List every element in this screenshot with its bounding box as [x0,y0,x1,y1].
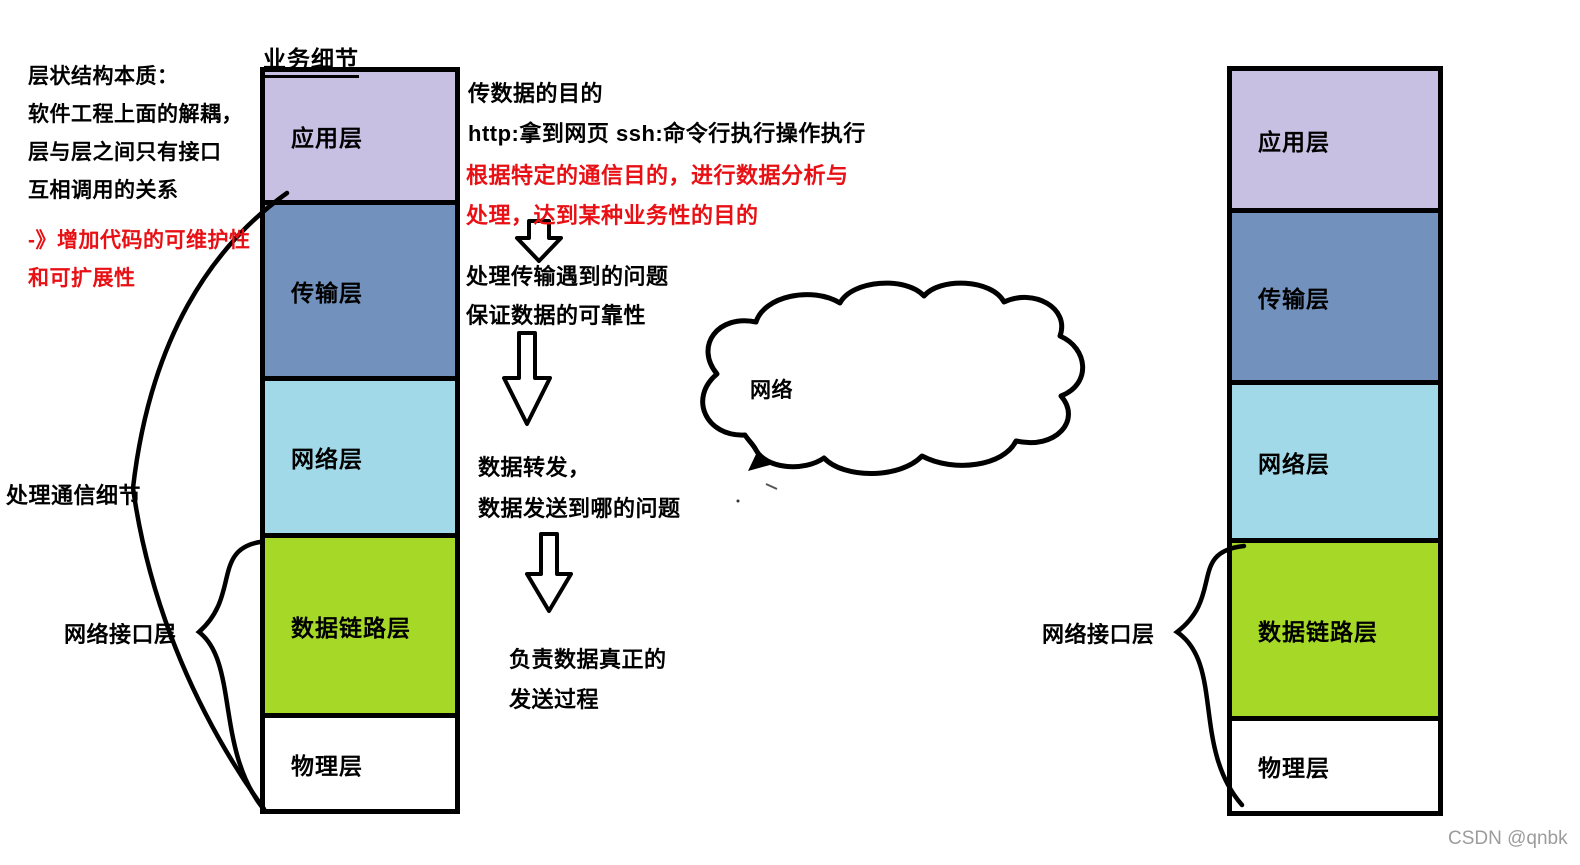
left-layer-network: 网络层 [265,376,455,533]
datalink-note-1: 负责数据真正的 [509,647,667,672]
left-layer-datalink: 数据链路层 [265,533,455,713]
left-protocol-stack: 应用层 传输层 网络层 数据链路层 物理层 [260,67,460,814]
transport-note-1: 处理传输遇到的问题 [466,264,669,289]
left-layer-network-label: 网络层 [291,446,363,472]
right-layer-physical: 物理层 [1232,716,1438,811]
right-layer-physical-label: 物理层 [1258,755,1330,781]
left-stack-title: 业务细节 [263,40,359,78]
left-note-line4: 互相调用的关系 [28,179,179,202]
right-layer-network: 网络层 [1232,380,1438,538]
right-layer-datalink: 数据链路层 [1232,538,1438,716]
left-layer-transport-label: 传输层 [291,279,363,306]
app-examples-note: http:拿到网页 ssh:命令行执行操作执行 [468,121,866,146]
left-note-line1: 层状结构本质： [28,65,179,88]
left-note-line3: 层与层之间只有接口 [28,141,222,164]
comm-details-label: 处理通信细节 [6,483,142,508]
app-red-note-1: 根据特定的通信目的，进行数据分析与 [466,163,849,188]
cloud-label: 网络 [750,379,793,402]
left-layer-physical-label: 物理层 [291,752,363,779]
down-arrow-icon-2 [502,331,552,426]
app-red-note-2: 处理，达到某种业务性的目的 [466,203,759,228]
right-layer-application-label: 应用层 [1258,128,1330,155]
left-note-line2: 软件工程上面的解耦， [28,103,243,126]
right-layer-datalink-label: 数据链路层 [1258,618,1378,645]
left-layer-application-label: 应用层 [291,125,363,151]
left-layer-datalink-label: 数据链路层 [291,614,411,641]
net-interface-brace-left [195,539,265,810]
stray-pen-dot [736,499,740,503]
left-layer-transport: 传输层 [265,200,455,376]
left-layer-physical: 物理层 [265,713,455,809]
net-interface-label-left: 网络接口层 [64,622,177,647]
right-layer-application: 应用层 [1232,71,1438,208]
app-purpose-note: 传数据的目的 [468,81,604,106]
csdn-watermark: CSDN @qnbk [1448,828,1568,849]
right-layer-transport: 传输层 [1232,208,1438,380]
cloud-tail-arrowhead [748,450,770,471]
left-note-line6: 和可扩展性 [28,267,136,290]
down-arrow-icon-3 [525,532,573,613]
net-interface-label-right: 网络接口层 [1042,622,1155,647]
datalink-note-2: 发送过程 [509,687,600,712]
transport-note-2: 保证数据的可靠性 [466,303,647,328]
right-layer-network-label: 网络层 [1258,450,1330,477]
network-note-2: 数据发送到哪的问题 [478,496,681,521]
left-note-line5: -》增加代码的可维护性 [28,229,251,252]
network-note-1: 数据转发， [478,455,591,480]
stray-pen-mark [765,483,778,490]
left-layer-application: 应用层 [265,72,455,200]
right-layer-transport-label: 传输层 [1258,285,1330,312]
right-protocol-stack: 应用层 传输层 网络层 数据链路层 物理层 [1227,66,1443,816]
